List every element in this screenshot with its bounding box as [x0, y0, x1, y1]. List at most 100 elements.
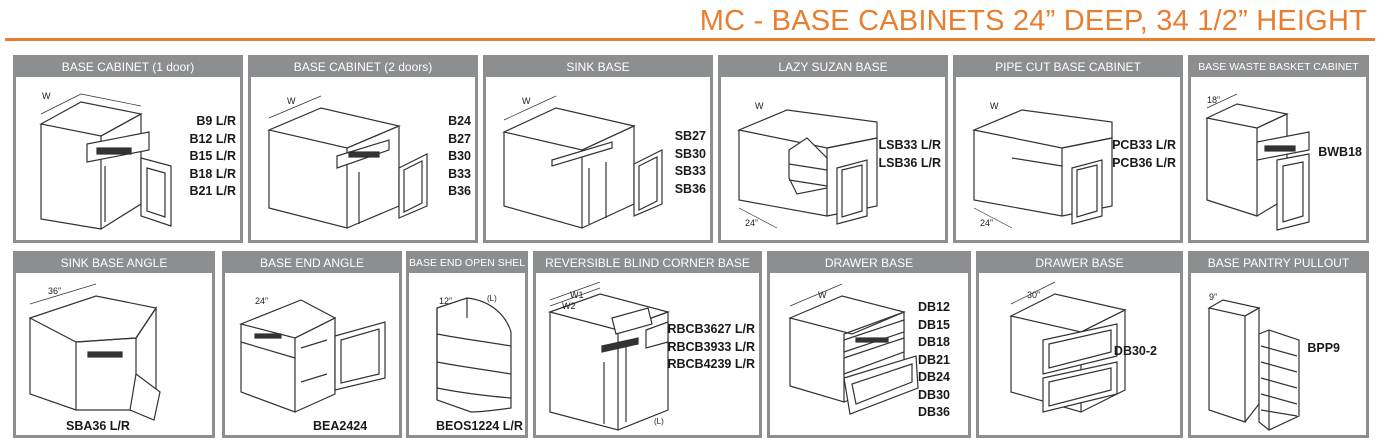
side-mark: (L) [487, 294, 497, 303]
model-code: DB30-2 [1113, 344, 1157, 358]
dimension-label: W [287, 96, 296, 106]
card-title: BASE PANTRY PULLOUT [1191, 254, 1366, 273]
model-code-list: RBCB3627 L/R RBCB3933 L/R RBCB4239 L/R [667, 321, 755, 374]
card-title: SINK BASE ANGLE [16, 254, 212, 273]
model-code: SB30 [674, 146, 706, 161]
dimension-label: 18” [1207, 95, 1221, 105]
card-title: BASE END OPEN SHELF [409, 254, 525, 273]
model-code-list: SBA36 L/R [66, 418, 130, 436]
model-code: BEA2424 [313, 419, 368, 433]
dimension-label: 24” [255, 296, 269, 306]
model-code: PCB36 L/R [1112, 155, 1176, 170]
model-code: DB18 [918, 335, 950, 349]
model-code-list: BPP9 [1307, 340, 1340, 358]
model-code: DB24 [918, 370, 950, 384]
card-drawer-base-2: DRAWER BASE 30” DB30-2 [976, 251, 1183, 438]
card-title: BASE END ANGLE [225, 254, 399, 273]
card-title: PIPE CUT BASE CABINET [956, 58, 1180, 77]
model-code-list: B9 L/R B12 L/R B15 L/R B18 L/R B21 L/R [189, 113, 236, 201]
model-code: DB12 [918, 300, 950, 314]
page-title: MC - BASE CABINETS 24” DEEP, 34 1/2” HEI… [699, 5, 1367, 37]
model-code: RBCB3933 L/R [667, 339, 755, 354]
card-base-cabinet-1-door: BASE CABINET (1 door) W B9 L/R B12 L/R B… [13, 55, 243, 243]
model-code: B24 [448, 114, 471, 128]
card-title: LAZY SUZAN BASE [721, 58, 945, 77]
card-lazy-suzan-base: LAZY SUZAN BASE W 24” LSB33 L/R LSB36 L/… [718, 55, 948, 243]
model-code: SB27 [674, 129, 706, 143]
model-code-list: SB27 SB30 SB33 SB36 [675, 128, 706, 198]
dimension-label: 9” [1209, 292, 1218, 302]
model-code: B18 L/R [189, 166, 236, 181]
model-code: LSB36 L/R [878, 155, 941, 170]
model-code: RBCB4239 L/R [667, 357, 755, 371]
dimension-label: 24” [980, 218, 994, 228]
dimension-label: W [990, 101, 999, 111]
blind-corner-drawing [542, 282, 677, 432]
end-open-shelf-drawing [427, 288, 517, 418]
drawer-base-drawing [780, 282, 925, 422]
card-title: DRAWER BASE [770, 254, 968, 273]
model-code: DB21 [918, 352, 950, 367]
model-code-list: B24 B27 B30 B33 B36 [448, 113, 471, 201]
model-code: B12 L/R [189, 131, 236, 146]
model-code: LSB33 L/R [878, 138, 941, 152]
model-code: DB15 [918, 317, 950, 332]
card-reversible-blind-corner-base: REVERSIBLE BLIND CORNER BASE W1 W2 (L) R… [533, 251, 762, 438]
model-code-list: DB30-2 [1114, 343, 1157, 361]
card-base-cabinet-2-doors: BASE CABINET (2 doors) W B24 B27 B30 B33… [248, 55, 478, 243]
sink-base-angle-drawing [26, 282, 201, 422]
model-code-list: LSB33 L/R LSB36 L/R [878, 137, 941, 172]
card-sink-base-angle: SINK BASE ANGLE 36” SBA36 L/R [13, 251, 215, 438]
model-code: B15 L/R [189, 149, 236, 163]
pantry-pullout-drawing [1199, 290, 1309, 435]
dimension-label: 36” [48, 286, 62, 296]
waste-basket-drawing [1197, 88, 1317, 238]
model-code: B9 L/R [196, 114, 236, 128]
dimension-label: W1 [570, 290, 584, 300]
card-base-waste-basket-cabinet: BASE WASTE BASKET CABINET 18” BWB18 [1188, 55, 1369, 243]
dimension-label: W [522, 96, 531, 106]
dimension-label: 24” [745, 218, 759, 228]
card-drawer-base: DRAWER BASE W DB12 DB15 DB18 DB21 DB24 D… [767, 251, 971, 438]
card-sink-base: SINK BASE W SB27 SB30 SB33 SB36 [483, 55, 713, 243]
title-divider [5, 38, 1375, 41]
model-code: RBCB3627 L/R [667, 322, 755, 336]
cabinet-1-door-drawing [31, 84, 181, 234]
base-end-angle-drawing [235, 282, 395, 417]
model-code-list: PCB33 L/R PCB36 L/R [1112, 137, 1176, 172]
dimension-label: W2 [562, 301, 576, 311]
card-base-end-open-shelf: BASE END OPEN SHELF 12” (L) BEOS1224 L/R [406, 251, 528, 438]
side-mark: (L) [654, 417, 664, 426]
card-title: BASE CABINET (1 door) [16, 58, 240, 77]
dimension-label: 12” [439, 296, 453, 306]
model-code: B27 [448, 131, 471, 146]
card-base-pantry-pullout: BASE PANTRY PULLOUT 9” BPP9 [1188, 251, 1369, 438]
card-base-end-angle: BASE END ANGLE 24” BEA2424 [222, 251, 402, 438]
card-pipe-cut-base-cabinet: PIPE CUT BASE CABINET W 24” PCB33 L/R PC… [953, 55, 1183, 243]
lazy-suzan-drawing [727, 88, 887, 238]
model-code-list: BWB18 [1318, 144, 1362, 162]
model-code: B21 L/R [189, 184, 236, 198]
model-code-list: DB12 DB15 DB18 DB21 DB24 DB30 DB36 [918, 299, 950, 422]
card-title: BASE CABINET (2 doors) [251, 58, 475, 77]
model-code: B33 [448, 166, 471, 181]
dimension-label: W [818, 290, 827, 300]
model-code-list: BEA2424 [313, 418, 367, 436]
card-title: REVERSIBLE BLIND CORNER BASE [536, 254, 759, 273]
model-code: SB33 [674, 164, 706, 178]
pipe-cut-drawing [962, 88, 1122, 238]
model-code: B30 [448, 149, 471, 163]
card-title: SINK BASE [486, 58, 710, 77]
dimension-label: W [755, 101, 764, 111]
model-code: BWB18 [1318, 145, 1362, 159]
dimension-label: 30” [1027, 290, 1041, 300]
sink-base-drawing [494, 86, 669, 236]
model-code: SBA36 L/R [66, 419, 130, 433]
card-title: BASE WASTE BASKET CABINET [1191, 58, 1366, 77]
card-title: DRAWER BASE [979, 254, 1180, 273]
dimension-label: W [42, 91, 51, 101]
model-code-list: BEOS1224 L/R [436, 418, 523, 436]
model-code: DB30 [918, 387, 950, 402]
model-code: PCB33 L/R [1112, 138, 1176, 152]
model-code: B36 [448, 184, 471, 198]
